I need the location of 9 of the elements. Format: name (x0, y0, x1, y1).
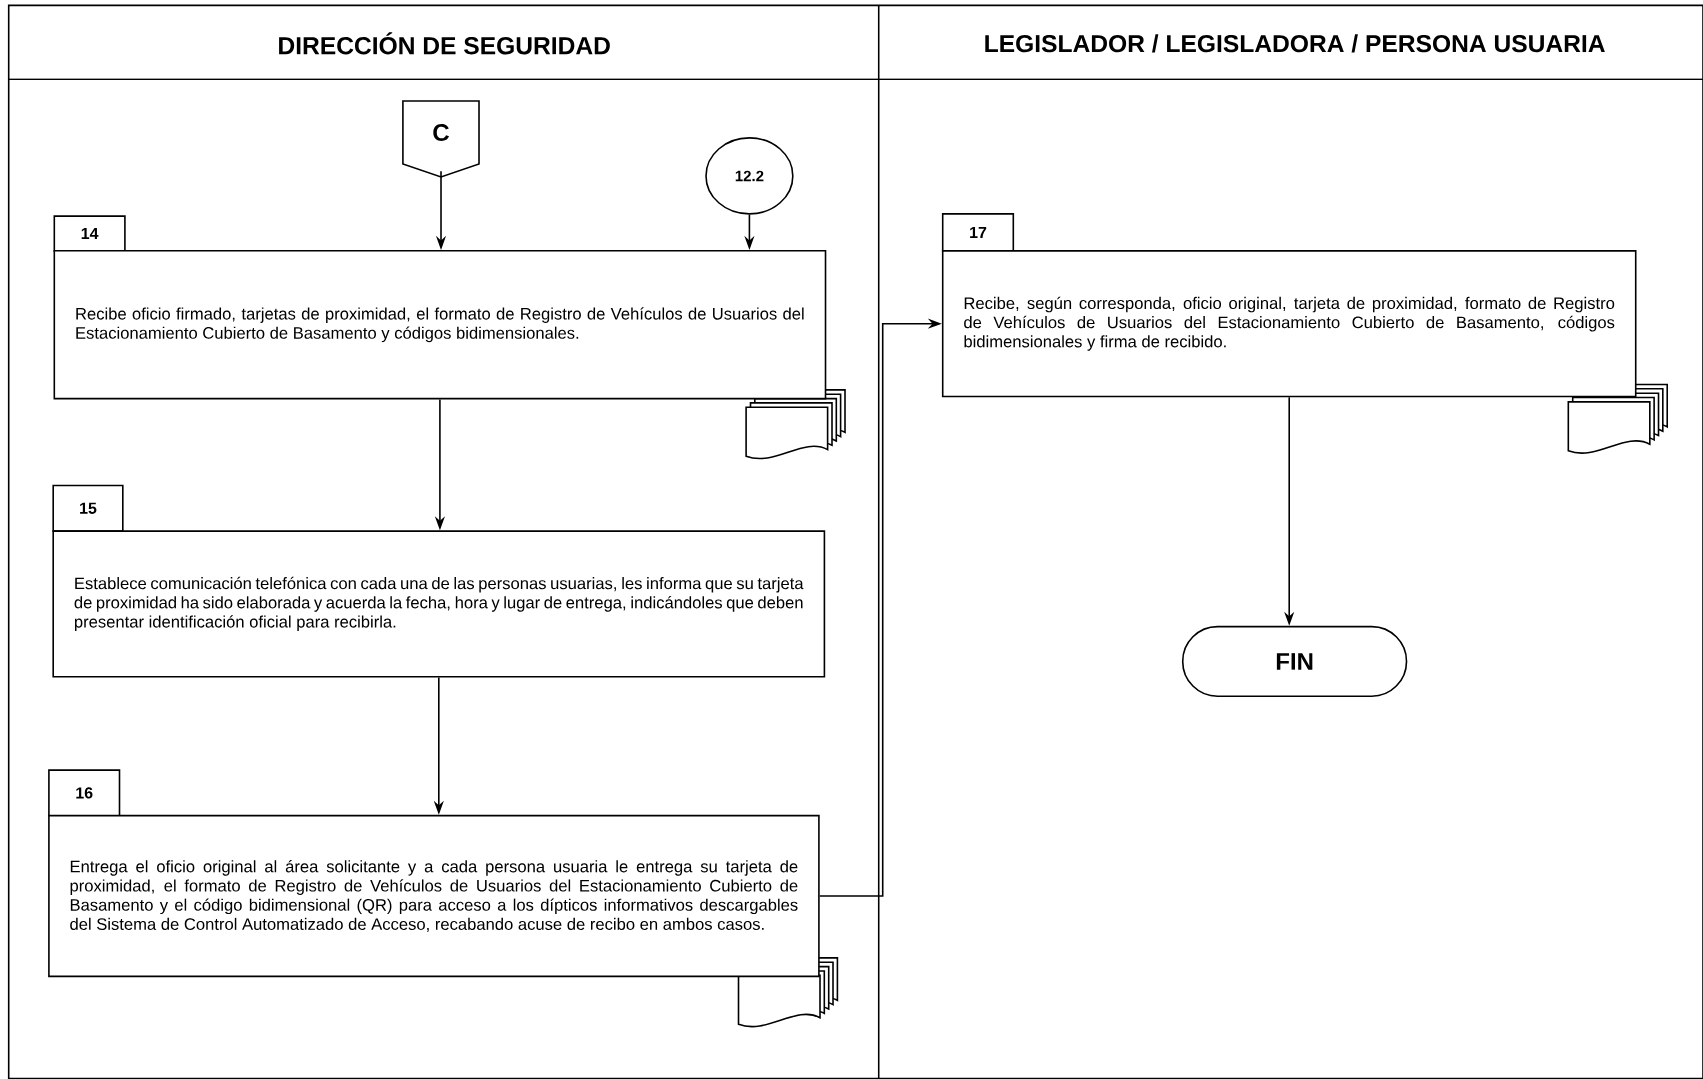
lane-header: DIRECCIÓN DE SEGURIDAD (279, 32, 610, 55)
off-page-connector: C (402, 100, 480, 178)
step-number-tab: 16 (48, 769, 121, 817)
lane-header: LEGISLADOR / LEGISLADORA / PERSONA USUARIA (985, 34, 1605, 53)
process-box: Establece comunicación telefónica con cada una de las personas usuarias, les informa que su tarjeta de proximidad ha sido elaborada y acuerda la fecha, hora y lugar de entrega, indicándoles que deben presentar identificación oficial para recibirla. (52, 530, 826, 678)
step-number-tab: 14 (53, 215, 126, 252)
step-number-tab: 15 (52, 484, 124, 532)
step-number-tab: 17 (941, 213, 1015, 252)
process-box: Recibe oficio firmado, tarjetas de proximidad, el formato de Registro de Vehículos de Usuarios del Estacionamiento Cubierto de Basamento y códigos bidimensionales. (53, 250, 827, 400)
